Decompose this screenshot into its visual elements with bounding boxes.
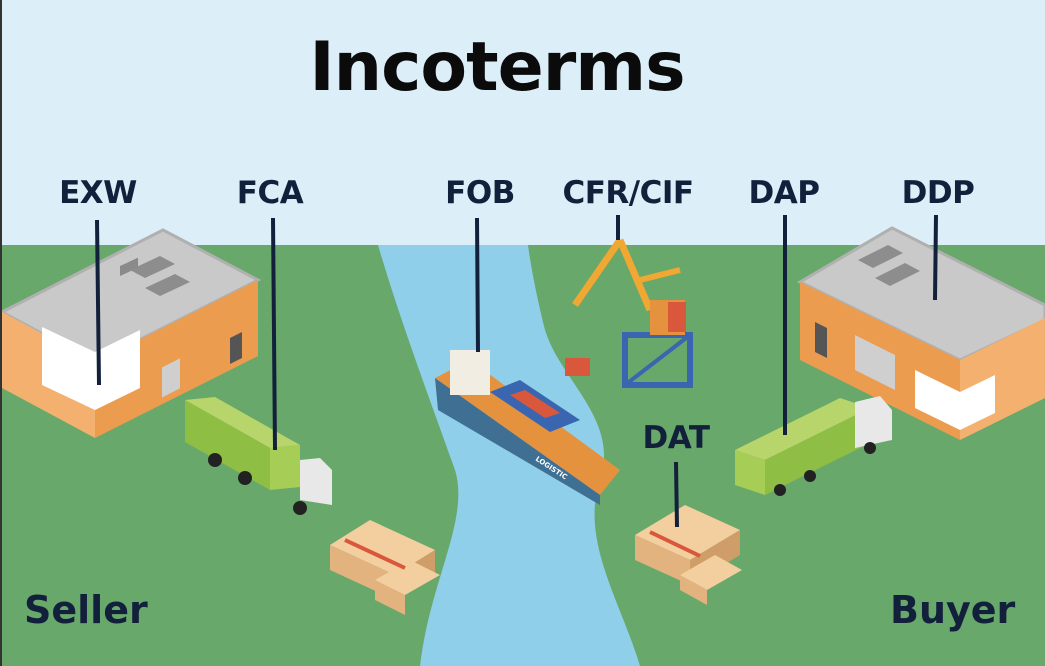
buyer-pallets xyxy=(635,505,742,605)
buyer-warehouse xyxy=(796,226,1045,440)
fca-pointer xyxy=(271,217,277,451)
port-crane xyxy=(565,238,693,388)
term-fca: FCA xyxy=(236,175,304,211)
term-cfr-cif: CFR/CIF xyxy=(562,175,694,211)
seller-truck xyxy=(185,397,332,515)
term-fob: FOB xyxy=(445,175,515,211)
ddp-pointer xyxy=(933,214,938,301)
page-title: Incoterms xyxy=(309,28,685,107)
term-dap: DAP xyxy=(748,175,820,211)
buyer-truck xyxy=(735,396,892,496)
ship-number: 04 xyxy=(478,397,492,408)
term-exw: EXW xyxy=(59,175,137,211)
seller-warehouse xyxy=(0,228,262,438)
pointer-lines xyxy=(95,214,938,528)
seller-pallets xyxy=(330,520,440,615)
buyer-label: Buyer xyxy=(890,588,1016,632)
seller-label: Seller xyxy=(24,588,148,632)
fob-pointer xyxy=(475,217,480,353)
dat-pointer xyxy=(674,461,679,528)
exw-pointer xyxy=(95,219,101,386)
term-dat: DAT xyxy=(642,420,710,456)
river xyxy=(378,245,640,666)
term-ddp: DDP xyxy=(901,175,975,211)
